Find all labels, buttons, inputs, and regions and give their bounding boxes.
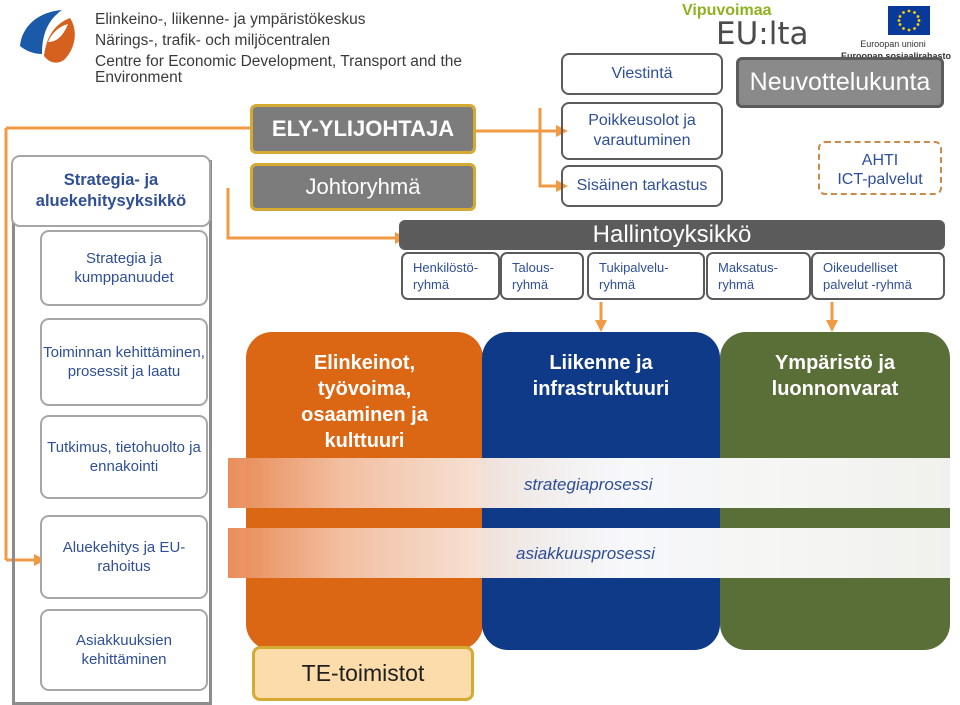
admin-group-payments: Maksatus-ryhmä	[706, 252, 811, 300]
group-line1: Talous-	[512, 260, 554, 275]
internal-audit-box: Sisäinen tarkastus	[561, 165, 723, 207]
eu-flag-icon	[888, 6, 930, 35]
admin-group-finance: Talous-ryhmä	[500, 252, 584, 300]
advisory-board-box: Neuvottelukunta	[736, 57, 944, 108]
management-group-frame: Johtoryhmä	[250, 163, 476, 211]
strategy-process-label: strategiaprosessi	[524, 475, 653, 494]
research-box: Tutkimus, tietohuolto ja ennakointi	[40, 415, 208, 499]
admin-group-legal: Oikeudelliset palvelut -ryhmä	[811, 252, 945, 300]
group-line1: Oikeudelliset	[823, 260, 898, 275]
eu-caption: Euroopan unioni	[860, 39, 926, 49]
business-title: Elinkeinot, työvoima, osaaminen ja kultt…	[301, 352, 428, 452]
transport-title: Liikenne ja infrastruktuuri	[532, 352, 670, 400]
group-line1: Tukipalvelu-	[599, 260, 669, 275]
esf-caption: Euroopan sosiaalirahasto	[840, 51, 952, 59]
customer-development-box: Asiakkuuksien kehittäminen	[40, 609, 208, 691]
exceptions-box: Poikkeusolot ja varautuminen	[561, 102, 723, 160]
group-line1: Henkilöstö-	[413, 260, 479, 275]
eulta-logo: EU:lta	[716, 16, 809, 52]
communication-box: Viestintä	[561, 53, 723, 95]
group-line2: ryhmä	[599, 277, 636, 292]
ely-director-box: ELY-YLIJOHTAJA	[253, 107, 473, 151]
group-line2: ryhmä	[413, 277, 450, 292]
te-offices-box: TE-toimistot	[252, 646, 474, 701]
group-line2: ryhmä	[718, 277, 755, 292]
environment-title: Ympäristö ja luonnonvarat	[771, 352, 899, 400]
admin-group-support: Tukipalvelu-ryhmä	[587, 252, 705, 300]
ahti-label: AHTI	[861, 152, 899, 169]
vipuvoimaa-text: Vipuvoimaa	[682, 2, 772, 19]
org-name-en: Centre for Economic Development, Transpo…	[95, 53, 463, 86]
group-line2: ryhmä	[512, 277, 549, 292]
org-name-sv: Närings-, trafik- och miljöcentralen	[95, 32, 331, 49]
customer-process-band: asiakkuusprosessi	[228, 528, 950, 578]
customer-process-label: asiakkuusprosessi	[516, 544, 655, 563]
management-group-box: Johtoryhmä	[253, 166, 473, 208]
group-line1: Maksatus-	[718, 260, 778, 275]
ely-logo	[8, 2, 88, 72]
org-name-fi: Elinkeino-, liikenne- ja ympäristökeskus	[95, 11, 366, 28]
admin-group-hr: Henkilöstö-ryhmä	[401, 252, 500, 300]
ely-director-frame: ELY-YLIJOHTAJA	[250, 104, 476, 154]
ahti-ict-box: AHTI ICT-palvelut	[818, 141, 942, 195]
regional-development-box: Aluekehitys ja EU-rahoitus	[40, 515, 208, 599]
strategy-unit-title: Strategia- ja aluekehitysyksikkö	[11, 155, 211, 227]
group-line2: palvelut -ryhmä	[823, 277, 912, 292]
development-box: Toiminnan kehittäminen, prosessit ja laa…	[40, 318, 208, 406]
strategy-process-band: strategiaprosessi	[228, 458, 950, 508]
ict-label: ICT-palvelut	[837, 171, 923, 188]
admin-unit-title: Hallintoyksikkö	[399, 220, 945, 250]
strategy-partners-box: Strategia ja kumppanuudet	[40, 230, 208, 306]
